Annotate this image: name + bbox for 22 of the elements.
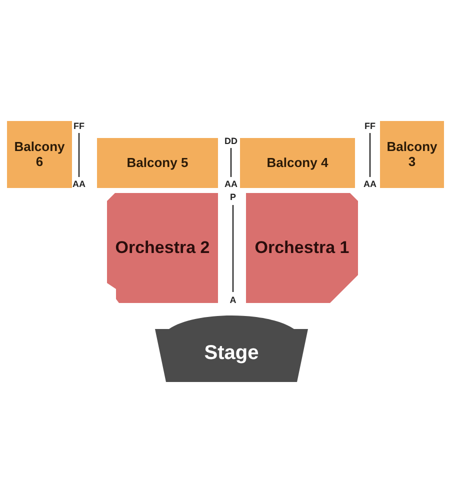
row-label: FF [74, 121, 84, 131]
row-label: AA [72, 179, 86, 189]
seating-section [246, 193, 358, 303]
seating-section [380, 121, 444, 188]
row-label: AA [224, 179, 238, 189]
section-label: Orchestra 1 [254, 238, 350, 258]
section-label: Balcony 5 [126, 156, 190, 170]
row-label: A [230, 295, 236, 305]
seating-section [97, 138, 218, 188]
row-label: P [230, 192, 236, 202]
seating-section [7, 121, 72, 188]
row-label: FF [364, 121, 376, 131]
section-label: Orchestra 2 [114, 238, 211, 258]
section-label: Balcony 3 [386, 140, 438, 170]
row-label: AA [364, 179, 376, 189]
section-label: Balcony 6 [13, 140, 66, 170]
section-label: Balcony 4 [266, 156, 330, 170]
section-label: Stage [203, 342, 260, 365]
row-label: DD [224, 136, 238, 146]
stage-area [155, 315, 308, 382]
seating-section [240, 138, 355, 188]
seating-section [107, 193, 218, 303]
